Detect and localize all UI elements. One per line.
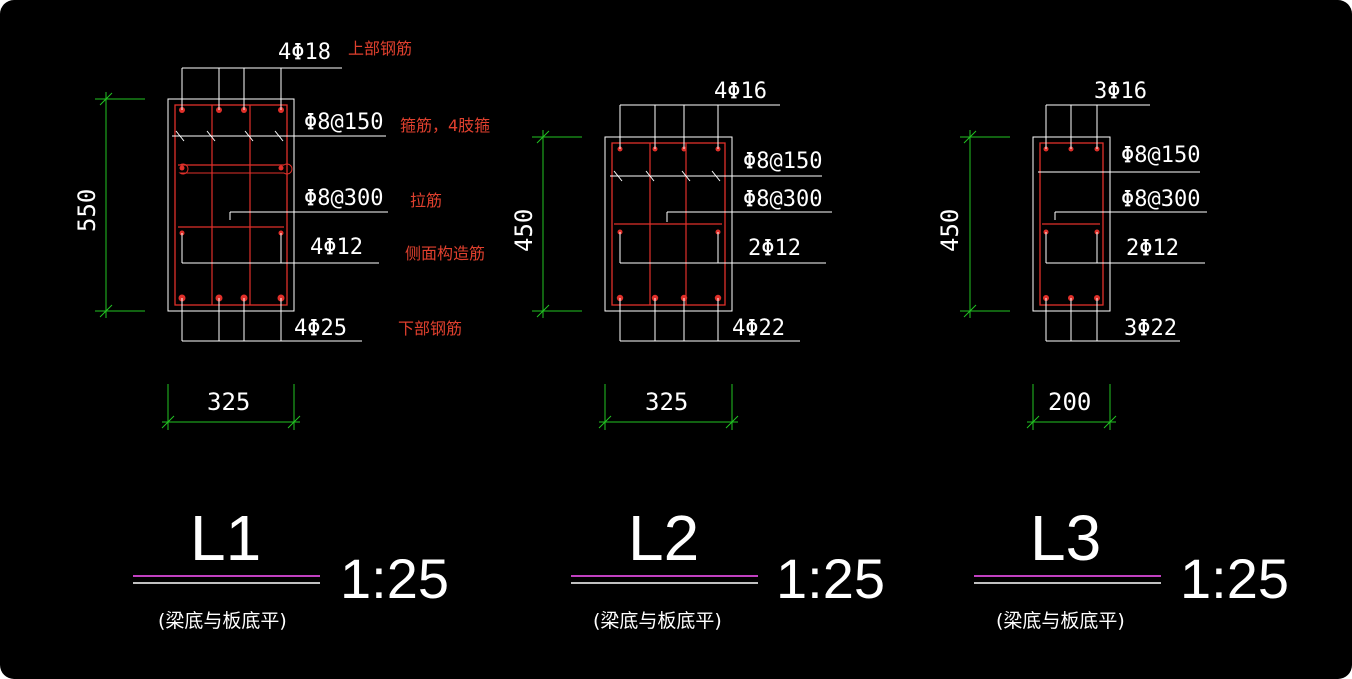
scale-label: 1:25 [340, 547, 449, 610]
top-bar-leader [1045, 104, 1150, 149]
height-dimension [960, 130, 1010, 318]
width-dim-label: 325 [645, 388, 688, 416]
tie-label: Φ8@300 [743, 187, 822, 212]
rebar-dot [179, 165, 185, 171]
beam-outline [167, 98, 295, 312]
side-bar-leader [181, 233, 379, 264]
annotation-top: 上部钢筋 [348, 39, 412, 58]
width-dim-label: 200 [1048, 388, 1091, 416]
top-bar-leader [181, 67, 342, 110]
top-bar-label: 4Φ18 [278, 40, 331, 65]
annotation-bottom: 下部钢筋 [398, 319, 462, 338]
scale-label: 1:25 [1180, 547, 1289, 610]
section-note: (梁底与板底平) [158, 610, 287, 632]
side-bar-label: 2Φ12 [1126, 236, 1179, 261]
stirrup-leader [610, 170, 822, 182]
width-dim-label: 325 [207, 388, 250, 416]
tie-label: Φ8@300 [1121, 187, 1200, 212]
height-dim-label: 450 [936, 209, 964, 252]
annotation-side: 侧面构造筋 [405, 244, 485, 263]
section-L1: 4Φ18 Φ8@150 Φ8@300 4Φ12 [73, 39, 490, 632]
stirrup-hook [178, 163, 293, 175]
stirrup-outer [174, 104, 288, 306]
section-title: L2 [628, 502, 699, 574]
height-dimension [95, 92, 145, 318]
stirrup-label: Φ8@150 [1121, 143, 1200, 168]
bottom-bar-leader [619, 298, 800, 342]
height-dim-label: 550 [73, 189, 101, 232]
bottom-bar-label: 3Φ22 [1124, 316, 1177, 341]
annotation-tie: 拉筋 [410, 191, 442, 210]
section-L2: 4Φ16 Φ8@150 Φ8@300 2Φ12 4Φ22 [510, 79, 885, 632]
top-bar-label: 3Φ16 [1094, 79, 1147, 104]
rebar-dot [278, 165, 284, 171]
width-dimension [1026, 384, 1117, 430]
stirrup-label: Φ8@150 [304, 110, 383, 135]
annotation-stirrup: 箍筋，4肢箍 [400, 116, 490, 135]
side-bar-leader [619, 232, 826, 264]
tie-leader [666, 211, 832, 222]
height-dim-label: 450 [510, 209, 538, 252]
stirrup-leader [172, 130, 386, 142]
section-note: (梁底与板底平) [996, 610, 1125, 632]
section-note: (梁底与板底平) [593, 610, 722, 632]
stirrup-outer [611, 142, 726, 306]
height-dimension [532, 130, 582, 318]
section-title: L1 [190, 502, 261, 574]
section-L3: 3Φ16 Φ8@150 Φ8@300 2Φ12 3Φ22 [936, 79, 1289, 632]
scale-label: 1:25 [776, 547, 885, 610]
top-bar-leader [619, 104, 780, 149]
side-bar-label: 4Φ12 [310, 235, 363, 260]
tie-label: Φ8@300 [304, 186, 383, 211]
side-bar-label: 2Φ12 [748, 236, 801, 261]
top-bar-label: 4Φ16 [714, 79, 767, 104]
bottom-bar-leader [181, 298, 362, 342]
bottom-bar-leader [1045, 298, 1180, 342]
width-dimension [598, 384, 739, 430]
bottom-bar-label: 4Φ22 [732, 316, 785, 341]
bottom-bar-label: 4Φ25 [294, 316, 347, 341]
tie-leader [229, 211, 388, 220]
section-title: L3 [1030, 502, 1101, 574]
width-dimension [161, 384, 301, 430]
stirrup-label: Φ8@150 [743, 149, 822, 174]
side-bar-leader [1045, 232, 1205, 264]
tie-leader [1054, 211, 1207, 220]
beam-outline [604, 136, 733, 312]
